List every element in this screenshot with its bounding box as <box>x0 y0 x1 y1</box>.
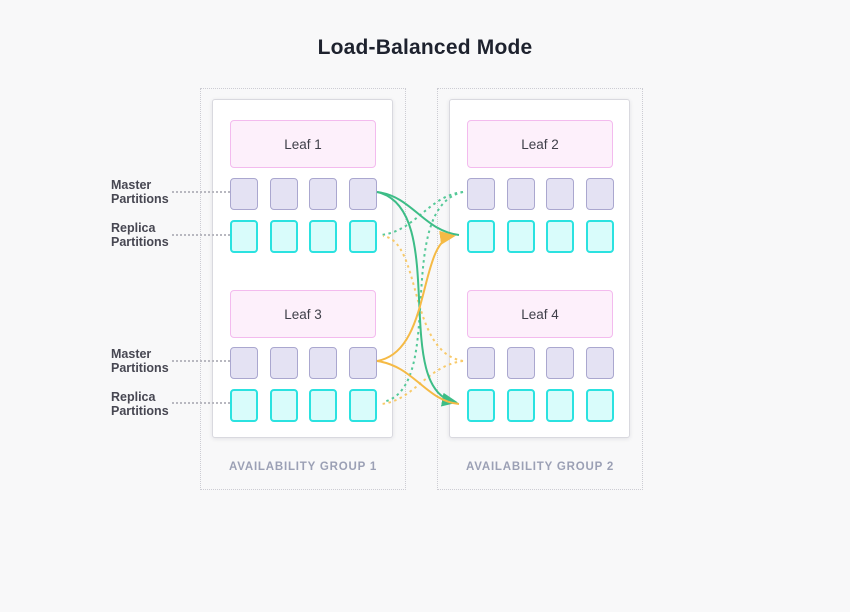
availability-group-1: Leaf 1 Leaf 3 AVAILABILITY GROUP 1 <box>200 88 406 490</box>
master-partition-square <box>506 178 535 210</box>
master-partition-square <box>230 347 258 379</box>
label-line: Master <box>111 178 152 192</box>
master-partitions-label-bottom: Master Partitions <box>111 347 169 375</box>
leaf-card-group1: Leaf 1 Leaf 3 <box>212 99 393 438</box>
replica-partition-square <box>269 389 298 422</box>
master-partition-square <box>585 347 614 379</box>
leaf-1-header: Leaf 1 <box>230 120 376 168</box>
leaf-2-header: Leaf 2 <box>467 120 613 168</box>
availability-group-1-label: AVAILABILITY GROUP 1 <box>228 461 378 473</box>
master-partition-square <box>546 178 575 210</box>
replica-partition-square <box>585 389 614 422</box>
master-partition-square <box>348 347 377 379</box>
label-line: Partitions <box>111 404 169 418</box>
master-partition-square <box>506 347 535 379</box>
label-line: Partitions <box>111 235 169 249</box>
leaf-1-replica-row <box>230 220 377 253</box>
leaf-4-replica-row <box>467 389 614 422</box>
replica-partition-square <box>467 389 495 422</box>
leaf-1-master-row <box>230 178 377 210</box>
label-line: Master <box>111 347 152 361</box>
master-partition-square <box>585 178 614 210</box>
label-connector-line <box>172 402 230 404</box>
leaf-4-master-row <box>467 347 614 379</box>
replica-partition-square <box>348 389 377 422</box>
page-title: Load-Balanced Mode <box>317 36 533 59</box>
label-line: Replica <box>111 390 156 404</box>
master-partition-square <box>309 178 338 210</box>
leaf-4-header: Leaf 4 <box>467 290 613 338</box>
availability-group-2: Leaf 2 Leaf 4 AVAILABILITY GROUP 2 <box>437 88 643 490</box>
replica-partition-square <box>546 220 575 253</box>
replica-partition-square <box>230 220 258 253</box>
label-line: Partitions <box>111 361 169 375</box>
master-partitions-label-top: Master Partitions <box>111 178 169 206</box>
label-connector-line <box>172 191 230 193</box>
leaf-3-replica-row <box>230 389 377 422</box>
master-partition-square <box>230 178 258 210</box>
leaf-2-master-row <box>467 178 614 210</box>
master-partition-square <box>269 178 298 210</box>
replica-partition-square <box>546 389 575 422</box>
master-partition-square <box>467 347 495 379</box>
replica-partition-square <box>230 389 258 422</box>
leaf-3-master-row <box>230 347 377 379</box>
availability-group-2-label: AVAILABILITY GROUP 2 <box>465 461 615 473</box>
replica-partition-square <box>269 220 298 253</box>
replica-partition-square <box>585 220 614 253</box>
master-partition-square <box>467 178 495 210</box>
leaf-card-group2: Leaf 2 Leaf 4 <box>449 99 630 438</box>
replica-partitions-label-top: Replica Partitions <box>111 221 169 249</box>
replica-partition-square <box>506 220 535 253</box>
master-partition-square <box>309 347 338 379</box>
label-connector-line <box>172 360 230 362</box>
label-line: Replica <box>111 221 156 235</box>
replica-partitions-label-bottom: Replica Partitions <box>111 390 169 418</box>
replica-partition-square <box>309 389 338 422</box>
master-partition-square <box>269 347 298 379</box>
leaf-3-header: Leaf 3 <box>230 290 376 338</box>
label-connector-line <box>172 234 230 236</box>
replica-partition-square <box>348 220 377 253</box>
master-partition-square <box>348 178 377 210</box>
replica-partition-square <box>309 220 338 253</box>
label-line: Partitions <box>111 192 169 206</box>
replica-partition-square <box>467 220 495 253</box>
replica-partition-square <box>506 389 535 422</box>
master-partition-square <box>546 347 575 379</box>
leaf-2-replica-row <box>467 220 614 253</box>
